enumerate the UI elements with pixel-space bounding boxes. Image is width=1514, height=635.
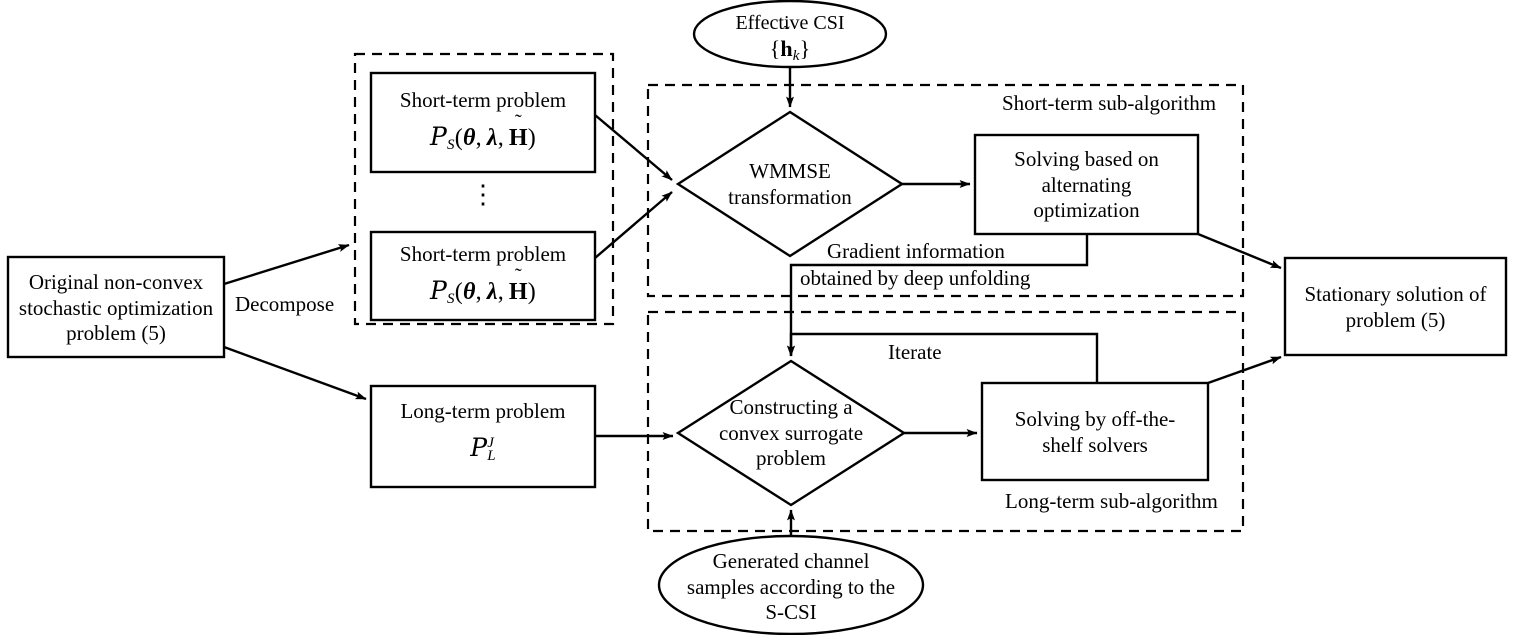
edge-solving-alternating-to-stationary: [1197, 232, 1282, 270]
group-decompose-dashed-box: [353, 52, 615, 326]
edge-off-the-shelf-to-stationary: [1207, 355, 1282, 385]
group-short-term-label: Short-term sub-algorithm: [1002, 91, 1217, 115]
edge-label-gradient-line2: obtained by deep unfolding: [800, 266, 1031, 290]
group-long-term-label: Long-term sub-algorithm: [1005, 489, 1218, 513]
edge-short-term-1-to-wmmse: [594, 114, 673, 181]
edge-gradient-information-feedback: [787, 234, 1089, 357]
node-solving-alternating-box: [973, 133, 1200, 236]
edge-iterate-loop: [787, 332, 1099, 383]
edge-short-term-2-to-wmmse: [594, 191, 673, 259]
node-short-term-problem-2-box: [369, 230, 597, 322]
group-long-term-dashed-box: [646, 310, 1245, 533]
node-vertical-dots: ⋮: [470, 180, 496, 209]
node-solving-off-the-shelf-box: [980, 381, 1210, 482]
edge-label-gradient-line1: Gradient information: [827, 239, 1005, 263]
edge-original-to-long-term: [223, 345, 367, 401]
node-constructing-surrogate-diamond: [675, 359, 907, 507]
node-effective-csi-ellipse: [692, 0, 888, 69]
node-short-term-problem-1-box: [369, 71, 597, 174]
edge-label-iterate: Iterate: [888, 340, 942, 364]
edge-original-to-short-term: [223, 243, 350, 286]
group-short-term-dashed-box: [646, 83, 1245, 298]
edge-label-decompose: Decompose: [235, 292, 335, 316]
node-long-term-problem-box: [369, 384, 597, 489]
node-original-problem-box: [6, 255, 226, 359]
node-stationary-solution-box: [1283, 256, 1508, 357]
node-generated-channel-samples-ellipse: [657, 534, 925, 635]
node-wmmse-transformation-diamond: [675, 110, 905, 258]
